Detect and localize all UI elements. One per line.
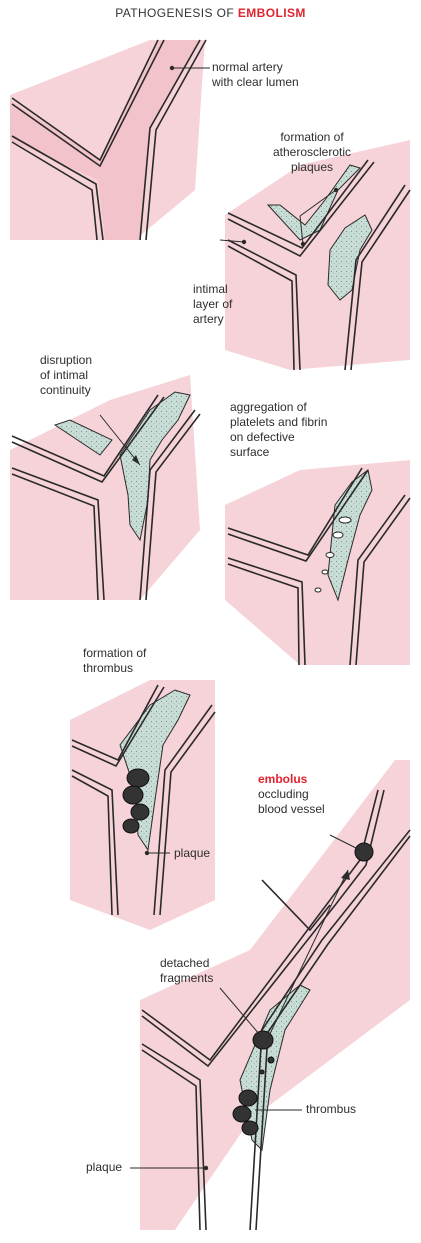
label-intimal: intimal layer of artery [193,282,232,327]
label-disruption-line2: of intimal [40,368,92,383]
label-normal-artery-line1: normal artery [212,60,299,75]
label-intimal-line1: intimal [193,282,232,297]
label-aggregation: aggregation of platelets and fibrin on d… [230,400,327,460]
label-plaque-1: plaque [174,846,210,861]
label-plaque-2: plaque [86,1160,122,1175]
label-normal-artery: normal artery with clear lumen [212,60,299,90]
label-detached: detached fragments [160,956,213,986]
label-embolus: embolus occluding blood vessel [258,772,325,817]
label-aggregation-line4: surface [230,445,327,460]
label-thrombus: thrombus [306,1102,356,1117]
label-intimal-line2: layer of [193,297,232,312]
label-plaque-2-text: plaque [86,1160,122,1175]
label-disruption: disruption of intimal continuity [40,353,92,398]
label-thrombus-formation-line2: thrombus [83,661,146,676]
label-plaques-line2: atherosclerotic [232,145,392,160]
label-aggregation-line1: aggregation of [230,400,327,415]
label-plaque-1-text: plaque [174,846,210,861]
panel-platelet-aggregation [225,460,410,665]
panel4-background [225,460,410,665]
label-plaques-line3: plaques [232,160,392,175]
panel1-pointer-dot [170,66,174,70]
panel-normal-artery [10,40,210,240]
label-embolus-keyword: embolus [258,772,325,787]
label-plaques: formation of atherosclerotic plaques [232,130,392,175]
panel-intimal-disruption [10,375,200,600]
panel6-embolus-mass [355,843,373,861]
label-aggregation-line3: on defective [230,430,327,445]
label-thrombus-text: thrombus [306,1102,356,1117]
label-embolus-line2: occluding [258,787,325,802]
label-intimal-line3: artery [193,312,232,327]
label-plaques-line1: formation of [232,130,392,145]
label-disruption-line3: continuity [40,383,92,398]
label-embolus-line3: blood vessel [258,802,325,817]
label-thrombus-formation-line1: formation of [83,646,146,661]
label-detached-line2: fragments [160,971,213,986]
label-thrombus-formation: formation of thrombus [83,646,146,676]
label-detached-line1: detached [160,956,213,971]
label-normal-artery-line2: with clear lumen [212,75,299,90]
label-aggregation-line2: platelets and fibrin [230,415,327,430]
label-disruption-line1: disruption [40,353,92,368]
panel-thrombus-formation [70,680,215,930]
